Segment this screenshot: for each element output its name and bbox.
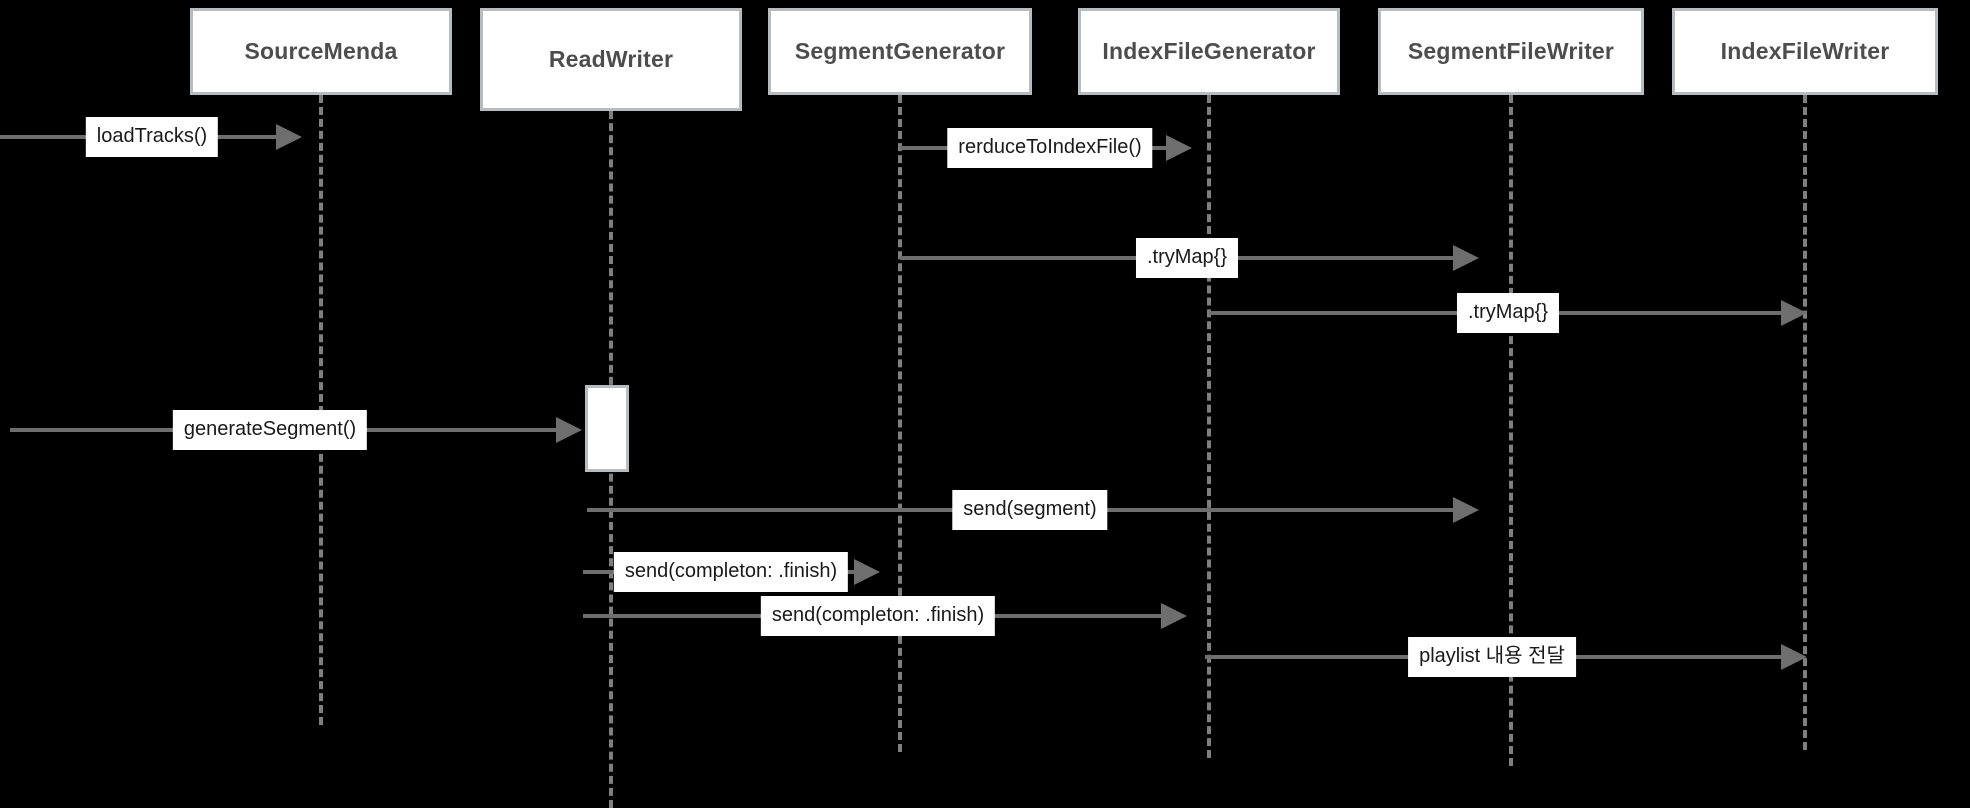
message-label: rerduceToIndexFile() — [947, 128, 1153, 168]
participant-box-segmentGenerator[interactable]: SegmentGenerator — [768, 8, 1032, 95]
lifeline-indexFileWriter — [1803, 95, 1807, 750]
participant-box-indexFileGenerator[interactable]: IndexFileGenerator — [1078, 8, 1340, 95]
lifeline-segmentGenerator — [898, 95, 902, 752]
arrowhead-icon — [854, 559, 880, 585]
participant-box-sourceMenda[interactable]: SourceMenda — [190, 8, 452, 95]
message-label: .tryMap{} — [1456, 293, 1560, 333]
participant-box-readWriter[interactable]: ReadWriter — [480, 8, 742, 111]
arrowhead-icon — [1781, 300, 1807, 326]
arrowhead-icon — [276, 124, 302, 150]
message-label: .tryMap{} — [1135, 238, 1239, 278]
lifeline-segmentFileWriter — [1509, 95, 1513, 766]
arrowhead-icon — [1453, 245, 1479, 271]
participant-box-segmentFileWriter[interactable]: SegmentFileWriter — [1378, 8, 1644, 95]
participant-box-indexFileWriter[interactable]: IndexFileWriter — [1672, 8, 1938, 95]
participant-label: IndexFileWriter — [1720, 38, 1890, 64]
arrowhead-icon — [1453, 497, 1479, 523]
participant-label: SegmentGenerator — [794, 38, 1006, 64]
message-label: generateSegment() — [172, 410, 368, 450]
message-label: send(segment) — [952, 490, 1108, 530]
lifeline-indexFileGenerator — [1207, 95, 1211, 758]
participant-label: SegmentFileWriter — [1407, 38, 1615, 64]
arrowhead-icon — [556, 417, 582, 443]
message-label: loadTracks() — [85, 117, 219, 157]
message-label: playlist 내용 전달 — [1408, 637, 1576, 677]
activation-bar-readWriter — [585, 385, 629, 472]
participant-label: ReadWriter — [548, 46, 674, 72]
arrowhead-icon — [1781, 644, 1807, 670]
arrowhead-icon — [1166, 135, 1192, 161]
message-label: send(completon: .finish) — [613, 552, 849, 592]
arrowhead-icon — [1161, 603, 1187, 629]
participant-label: SourceMenda — [244, 38, 398, 64]
message-label: send(completon: .finish) — [760, 596, 996, 636]
participant-label: IndexFileGenerator — [1102, 38, 1316, 64]
